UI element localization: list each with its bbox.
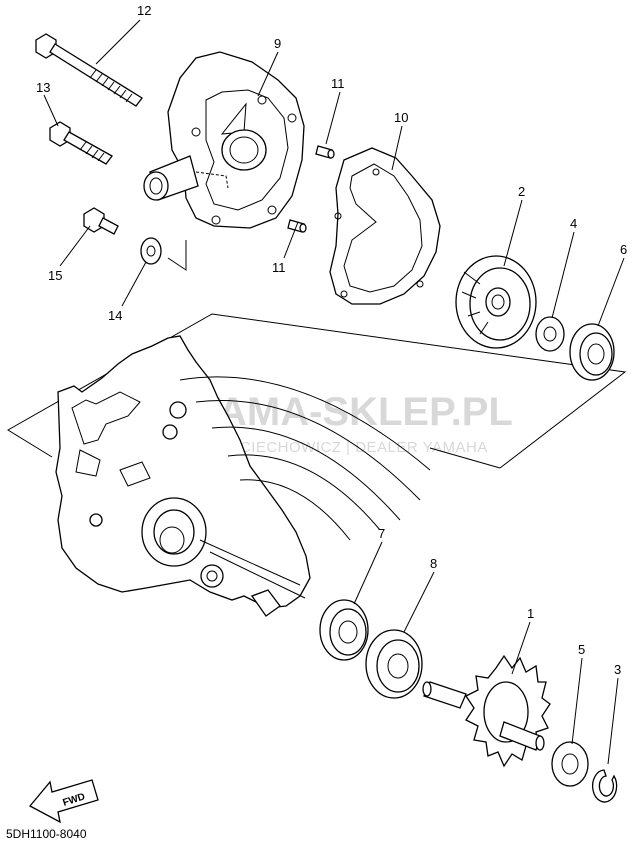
diagram-code: 5DH1100-8040 [6,827,87,841]
part-5-washer [551,741,589,787]
part-6-oil-seal [569,323,615,381]
part-12-long-bolt [35,33,143,107]
callout-8: 8 [430,556,437,571]
callout-3: 3 [614,662,621,677]
crankcase-outline [7,313,627,469]
part-2-impeller [455,255,537,349]
callout-12: 12 [137,3,151,18]
callout-2: 2 [518,184,525,199]
crankcase [55,335,431,617]
watermark-dealer: WOJCIECHOWICZ | DEALER YAMAHA [205,439,488,456]
part-11-dowel-pin-lower [287,219,307,233]
callout-9: 9 [274,36,281,51]
part-4-washer [535,316,565,352]
callout-5: 5 [578,642,585,657]
part-14-washer [140,237,187,271]
callout-4: 4 [570,216,577,231]
callout-7: 7 [378,526,385,541]
callout-labels: 12 13 9 11 10 11 2 4 6 15 14 7 8 1 5 3 [36,3,627,677]
callout-1: 1 [527,606,534,621]
part-1-impeller-shaft [422,654,551,768]
part-13-bolt [49,121,113,165]
callout-6: 6 [620,242,627,257]
part-11-dowel-pin-upper [315,145,335,159]
fwd-arrow-icon: FWD [28,779,99,824]
callout-11-lower: 11 [272,260,286,275]
part-7-bearing [319,599,369,661]
part-9-pump-housing [143,51,305,229]
callout-10: 10 [394,110,408,125]
leader-lines [43,19,625,765]
callout-14: 14 [108,308,122,323]
part-10-gasket [329,147,441,305]
part-3-circlip [592,769,618,803]
watermark-brand: YAMA-SKLEP.PL [195,390,513,434]
part-8-bearing [365,629,423,699]
callout-15: 15 [48,268,62,283]
callout-13: 13 [36,80,50,95]
part-15-short-bolt [83,207,119,235]
callout-11-upper: 11 [331,76,345,91]
